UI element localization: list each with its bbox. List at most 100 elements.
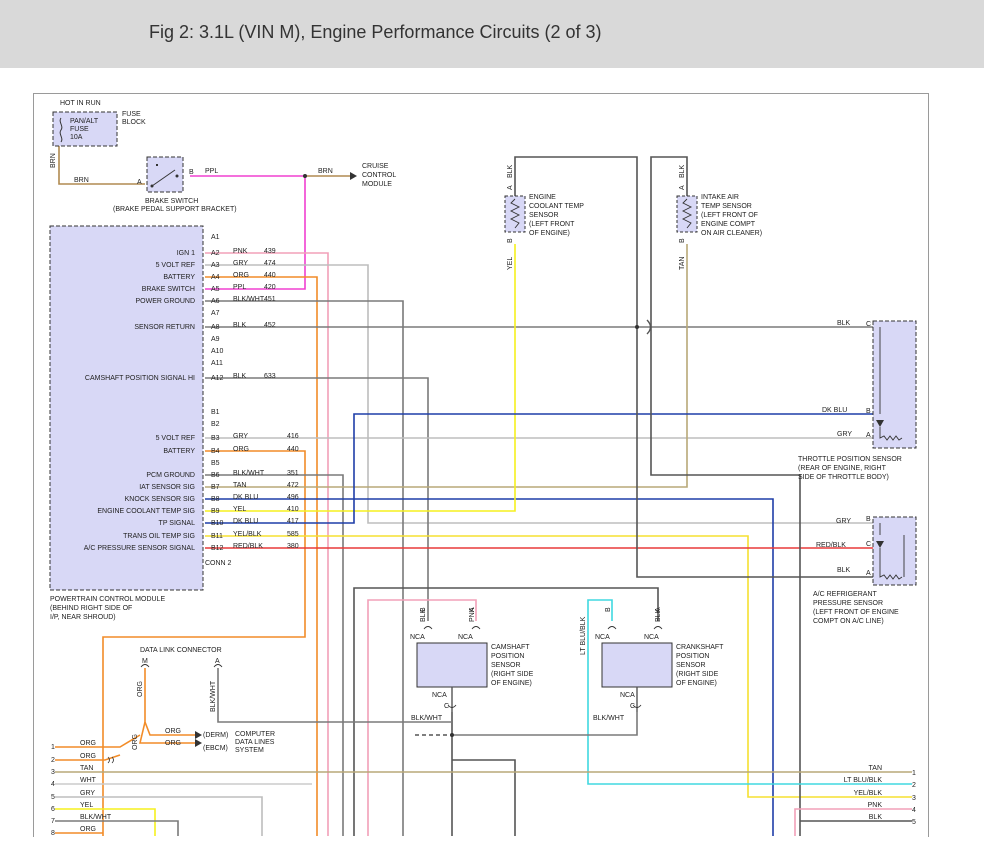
brake-switch-location: (BRAKE PEDAL SUPPORT BRACKET) <box>113 206 237 213</box>
pcm-wire-color: ORG <box>233 446 249 453</box>
pcm-pin-id: A2 <box>211 250 220 257</box>
cam-label: POSITION <box>491 653 524 660</box>
ect-sensor <box>504 195 526 233</box>
wire-label: BRN <box>318 168 333 175</box>
crank-nca: NCA <box>644 634 659 641</box>
pcm-pin-id: B5 <box>211 460 220 467</box>
cam-wire: PNK <box>469 607 476 622</box>
pcm-pin-id: A9 <box>211 336 220 343</box>
wire-bl-yel <box>55 808 156 836</box>
connector-wire-color: YEL <box>80 802 93 809</box>
iat-wire: TAN <box>679 257 686 270</box>
pcm-wire-circuit: 351 <box>287 470 299 477</box>
tps-wire: BLK <box>837 320 851 327</box>
pcm-pin-name: BATTERY <box>163 274 195 281</box>
ect-label: COOLANT TEMP <box>529 203 584 210</box>
connector-pin-number: 2 <box>912 782 916 789</box>
wire-blkwht-crank-gnd <box>452 712 638 736</box>
pcm-pin-id: B3 <box>211 435 220 442</box>
splice-dot <box>635 325 639 329</box>
tps-wire: GRY <box>837 431 852 438</box>
pcm-pin-name: TP SIGNAL <box>159 520 196 527</box>
potentiometer-icon <box>879 327 903 441</box>
dlc-wire: ORG <box>165 728 181 735</box>
pcm-pin-name: IAT SENSOR SIG <box>139 484 195 491</box>
connector-pin-number: 6 <box>51 806 55 813</box>
pcm-pin-id: A5 <box>211 286 220 293</box>
pcm-wire-color: TAN <box>233 482 246 489</box>
wire-blkwht-dlc <box>217 668 452 723</box>
pcm-pin-name: 5 VOLT REF <box>156 435 195 442</box>
cdl-label: SYSTEM <box>235 747 264 754</box>
pcm-pin-id: B10 <box>211 520 224 527</box>
wire-org-a4 <box>205 276 318 836</box>
pcm-wire-circuit: 633 <box>264 373 276 380</box>
wire-ltblu-crank <box>587 599 912 785</box>
cam-wire: BLK/WHT <box>411 715 443 722</box>
pcm-wire-color: PPL <box>233 284 246 291</box>
connector-pin-number: 5 <box>912 819 916 826</box>
connector-wire-color: TAN <box>80 765 93 772</box>
brake-switch-pin: A <box>137 179 142 186</box>
pcm-pin-id: B4 <box>211 448 220 455</box>
pcm-pin-name: BRAKE SWITCH <box>142 286 195 293</box>
wire-ppl-switch <box>190 175 306 290</box>
iat-pin: B <box>679 238 686 243</box>
pcm-wire-circuit: 440 <box>287 446 299 453</box>
dlc-pin: A <box>215 658 220 665</box>
dlc-derm: (DERM) <box>203 732 228 739</box>
cam-pin: A <box>469 607 476 612</box>
switch-contact-icon <box>151 169 176 187</box>
connector-wire-color: GRY <box>80 790 95 797</box>
page-header: Fig 2: 3.1L (VIN M), Engine Performance … <box>0 0 984 68</box>
connector-wire-color: BLK/WHT <box>80 814 112 821</box>
pcm-pin-name: IGN 1 <box>177 250 195 257</box>
ect-label: OF ENGINE) <box>529 230 570 237</box>
connector-wire-color: ORG <box>80 740 96 747</box>
wire-gnd-down <box>452 759 516 836</box>
brake-switch-title: BRAKE SWITCH <box>145 198 198 205</box>
pcm-pin-id: A12 <box>211 375 224 382</box>
cam-pin: B <box>420 607 427 612</box>
wire-blkwht-a6 <box>205 300 404 836</box>
pcm-pin-id: A6 <box>211 298 220 305</box>
pcm-wire-color: YEL/BLK <box>233 531 262 538</box>
tps-sensor <box>872 320 917 449</box>
pcm-pin-id: A7 <box>211 310 220 317</box>
crank-pin: A <box>655 607 662 612</box>
pcm-wire-color: YEL <box>233 506 246 513</box>
thermistor-icon <box>681 198 693 229</box>
ac-wire: GRY <box>836 518 851 525</box>
cam-pin: C <box>444 703 449 710</box>
pcm-pin-id: B2 <box>211 421 220 428</box>
pcm-pin-name: ENGINE COOLANT TEMP SIG <box>97 508 195 515</box>
pcm-wire-circuit: 585 <box>287 531 299 538</box>
cam-nca: NCA <box>432 692 447 699</box>
pcm-wire-circuit: 451 <box>264 296 276 303</box>
ac-pressure-sensor <box>872 516 917 586</box>
pcm-pin-name: A/C PRESSURE SENSOR SIGNAL <box>84 545 195 552</box>
iat-label: TEMP SENSOR <box>701 203 752 210</box>
tps-label: SIDE OF THROTTLE BODY) <box>798 474 889 481</box>
pcm-title: (BEHIND RIGHT SIDE OF <box>50 605 132 612</box>
ac-wire: BLK <box>837 567 851 574</box>
wire-yel-b9 <box>205 244 516 512</box>
arrow-icon <box>195 739 202 747</box>
cam-label: CAMSHAFT <box>491 644 530 651</box>
connector-wire-color: PNK <box>868 802 883 809</box>
connector-pin-number: 4 <box>51 781 55 788</box>
ac-pin: B <box>866 516 871 523</box>
connector-pin-number: 7 <box>51 818 55 825</box>
connector-wire-color: TAN <box>869 765 882 772</box>
iat-pin: A <box>679 185 686 190</box>
brake-switch-pin: B <box>189 169 194 176</box>
connector-pin-number: 1 <box>51 744 55 751</box>
pcm-pin-id: A10 <box>211 348 224 355</box>
pcm-wire-circuit: 420 <box>264 284 276 291</box>
tps-label: (REAR OF ENGINE, RIGHT <box>798 465 887 472</box>
cam-nca: NCA <box>410 634 425 641</box>
wire-org-dlc4 <box>55 754 121 761</box>
wire-bl-gry <box>55 796 263 836</box>
